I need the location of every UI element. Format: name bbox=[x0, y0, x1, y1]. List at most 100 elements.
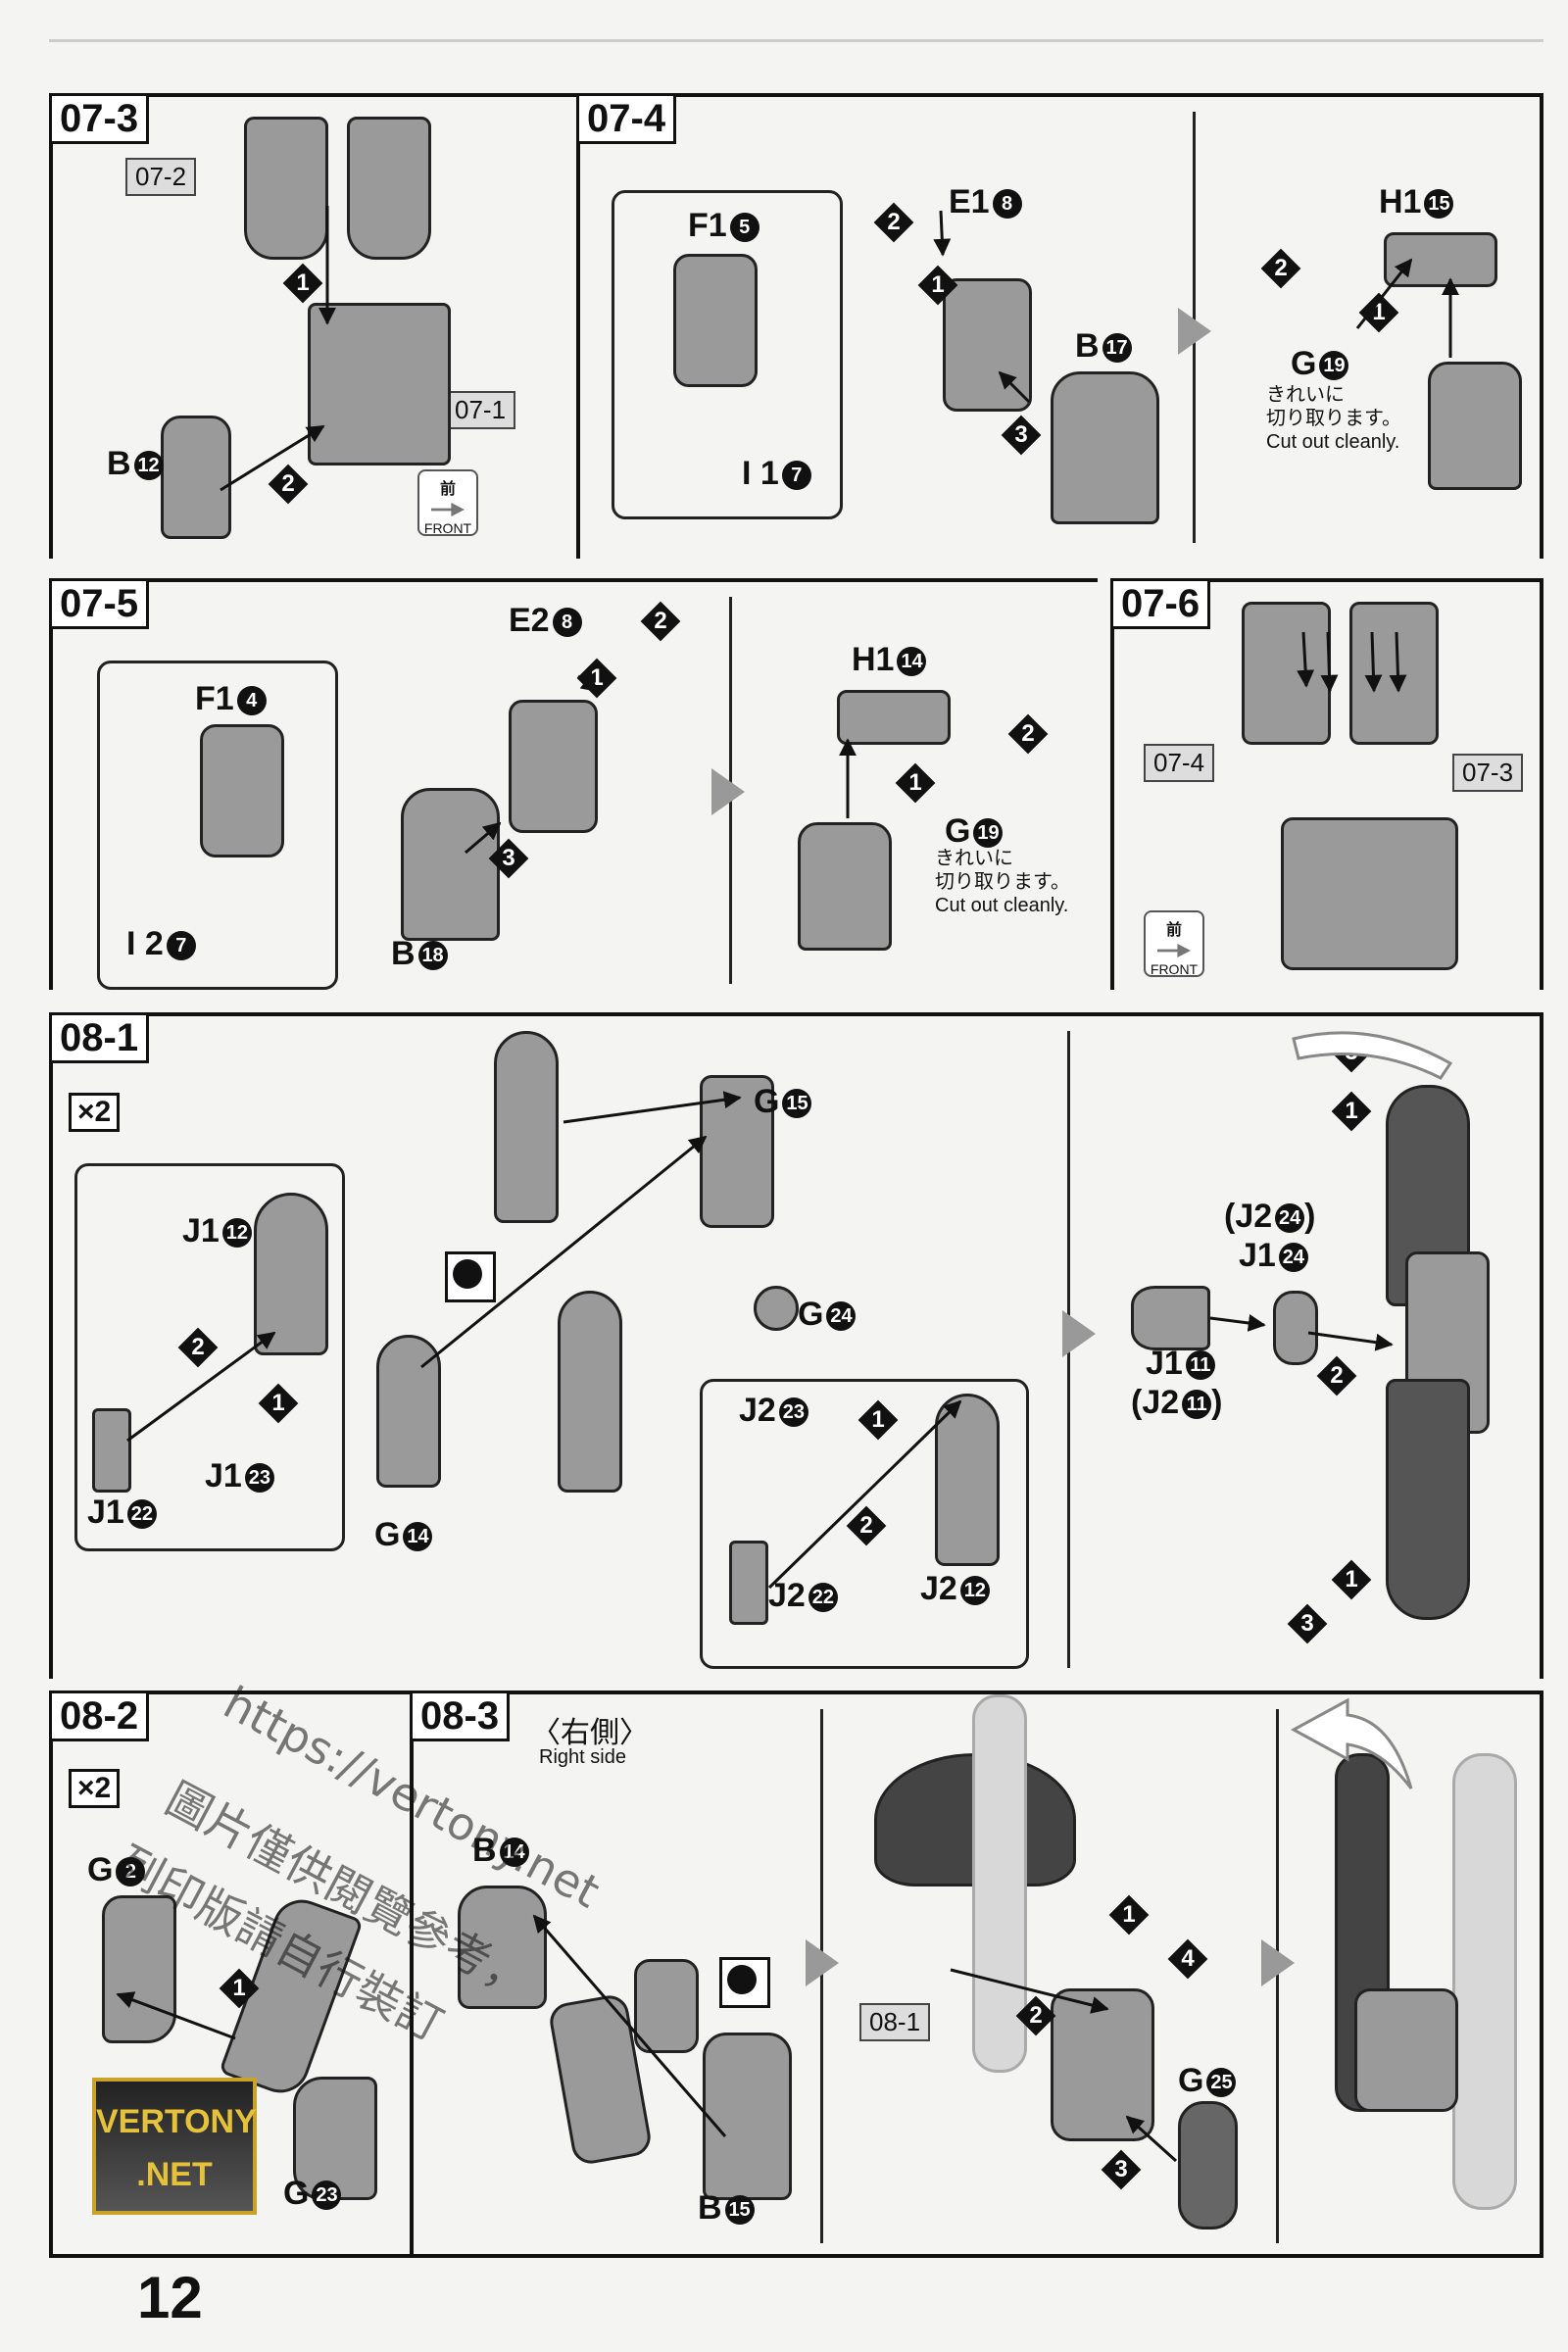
step-marker: 3 bbox=[1331, 1032, 1372, 1073]
part-shape bbox=[458, 1886, 547, 2009]
step-marker: 1 bbox=[1331, 1091, 1372, 1132]
part-shape bbox=[1428, 362, 1522, 490]
step-marker: 1 bbox=[1358, 292, 1399, 333]
step-marker: 2 bbox=[177, 1327, 219, 1368]
instruction-text-jp: きれいに bbox=[1266, 384, 1345, 406]
part-shape bbox=[837, 690, 951, 745]
part-shape bbox=[254, 1193, 328, 1355]
part-shape bbox=[244, 117, 328, 260]
part-shape bbox=[308, 303, 451, 466]
step-tag: 07-5 bbox=[49, 578, 150, 629]
step-marker: 1 bbox=[258, 1383, 299, 1424]
step-marker: 2 bbox=[1015, 1995, 1056, 2036]
step-marker: 2 bbox=[640, 601, 681, 642]
part-shape bbox=[1386, 1379, 1470, 1620]
quantity-badge: ×2 bbox=[69, 1769, 121, 1808]
side-label-en: Right side bbox=[539, 1746, 626, 1768]
quantity-badge: ×2 bbox=[69, 1093, 121, 1132]
part-shape bbox=[754, 1286, 799, 1331]
step-marker: 2 bbox=[873, 202, 914, 243]
step-tag: 08-3 bbox=[410, 1690, 511, 1741]
step-marker: 3 bbox=[1001, 415, 1042, 456]
page-number: 12 bbox=[137, 2265, 203, 2330]
next-arrow bbox=[1062, 1310, 1096, 1357]
instruction-text-en: Cut out cleanly. bbox=[1266, 431, 1400, 453]
part-shape bbox=[673, 254, 758, 387]
part-shape bbox=[1051, 1988, 1154, 2141]
shade-indicator-icon bbox=[445, 1251, 496, 1302]
instruction-text-jp: 切り取ります。 bbox=[1266, 408, 1401, 429]
instruction-text-en: Cut out cleanly. bbox=[935, 895, 1069, 916]
part-shape bbox=[1051, 371, 1159, 524]
step-marker: 3 bbox=[1287, 1603, 1328, 1644]
part-shape bbox=[1349, 602, 1439, 745]
step-marker: 3 bbox=[1101, 2149, 1142, 2190]
step-tag: 07-4 bbox=[576, 93, 677, 144]
ref-label: 08-1 bbox=[859, 2003, 931, 2041]
step-marker: 2 bbox=[846, 1505, 887, 1546]
next-arrow bbox=[1261, 1939, 1295, 1986]
part-shape bbox=[376, 1335, 441, 1488]
part-shape bbox=[1178, 2101, 1238, 2230]
part-shape bbox=[634, 1959, 699, 2053]
part-shape bbox=[92, 1408, 131, 1493]
part-shape bbox=[401, 788, 500, 941]
step-marker: 2 bbox=[1260, 248, 1301, 289]
step-marker: 1 bbox=[1331, 1559, 1372, 1600]
step-marker: 1 bbox=[576, 658, 617, 699]
part-shape bbox=[494, 1031, 559, 1223]
step-marker: 4 bbox=[1167, 1938, 1208, 1980]
step-marker: 1 bbox=[1108, 1894, 1150, 1936]
shade-indicator-icon bbox=[719, 1957, 770, 2008]
top-edge bbox=[49, 39, 1544, 42]
part-shape bbox=[161, 416, 231, 539]
ref-label: 07-3 bbox=[1452, 754, 1524, 792]
part-shape bbox=[1273, 1291, 1318, 1365]
detail-inset bbox=[97, 661, 338, 990]
step-marker: 2 bbox=[1316, 1355, 1357, 1396]
instruction-text-jp: 切り取ります。 bbox=[935, 871, 1070, 893]
part-shape bbox=[558, 1291, 622, 1493]
step-marker: 2 bbox=[268, 464, 309, 505]
part-shape bbox=[1281, 817, 1458, 970]
ref-label: 07-4 bbox=[1144, 744, 1215, 782]
part-shape bbox=[798, 822, 892, 951]
part-shape bbox=[935, 1394, 1000, 1566]
step-tag: 07-3 bbox=[49, 93, 150, 144]
part-shape bbox=[703, 2033, 792, 2200]
side-label-jp: 〈右側〉 bbox=[531, 1717, 649, 1749]
part-shape bbox=[1242, 602, 1331, 745]
instruction-text-jp: きれいに bbox=[935, 848, 1013, 869]
next-arrow bbox=[711, 768, 745, 815]
part-shape bbox=[1384, 232, 1497, 287]
bottom-rule bbox=[49, 2254, 1544, 2258]
